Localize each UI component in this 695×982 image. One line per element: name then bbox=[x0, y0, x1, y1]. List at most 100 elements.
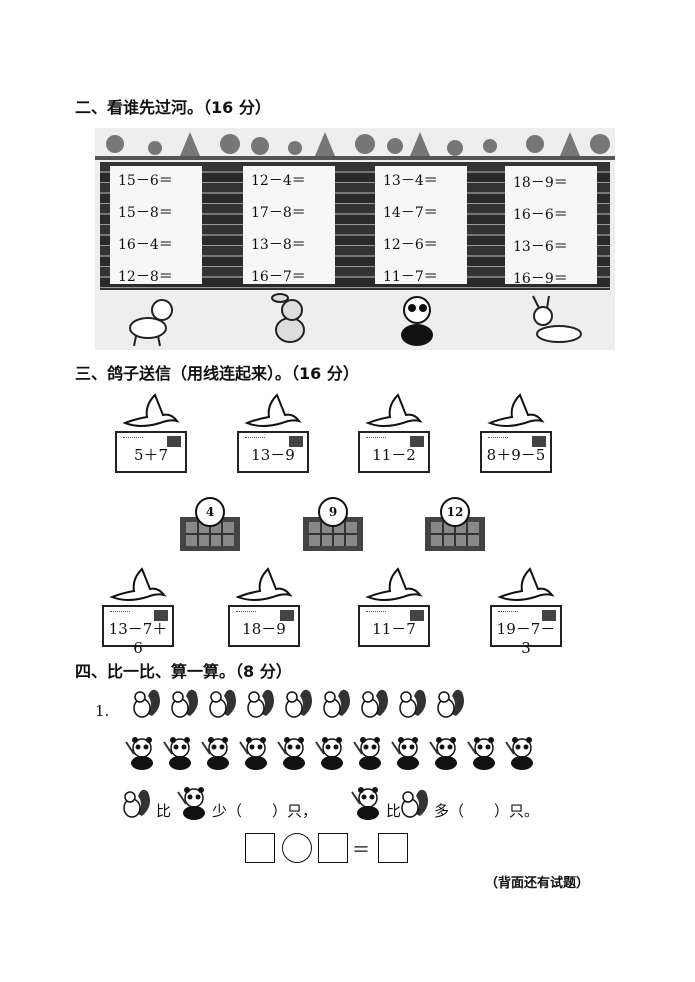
panda-icon bbox=[238, 736, 272, 770]
squirrel-row bbox=[130, 686, 472, 720]
problem: 15－6＝ bbox=[118, 173, 173, 189]
panda-icon bbox=[352, 736, 386, 770]
squirrel-icon bbox=[396, 686, 430, 720]
address-line bbox=[236, 611, 256, 615]
squirrel-icon bbox=[398, 786, 432, 820]
panda-icon bbox=[314, 736, 348, 770]
panda-icon bbox=[162, 736, 196, 770]
dove-icon bbox=[237, 393, 307, 435]
dove-icon bbox=[358, 393, 428, 435]
panda-icon bbox=[350, 786, 384, 820]
answer-box-1[interactable] bbox=[245, 833, 275, 863]
squirrel-icon bbox=[206, 686, 240, 720]
stamp-icon bbox=[167, 436, 181, 447]
letter-expression: 13－9 bbox=[251, 446, 295, 464]
section-2-title: 二、看谁先过河。（16 分） bbox=[75, 98, 271, 117]
stone-column-2: 12－4＝ 17－8＝ 13－8＝ 16－7＝ bbox=[243, 166, 335, 285]
stamp-icon bbox=[532, 436, 546, 447]
problem: 16－9＝ bbox=[513, 271, 568, 287]
letter-envelope[interactable]: 13－9 bbox=[237, 431, 309, 473]
address-line bbox=[366, 611, 386, 615]
address-line bbox=[366, 437, 386, 441]
section-4-title: 四、比一比、算一算。（8 分） bbox=[75, 662, 292, 681]
text-shao: 少（ ）只， bbox=[212, 802, 318, 820]
stone-column-4: 18－9＝ 16－6＝ 13－6＝ 16－9＝ bbox=[505, 166, 597, 287]
text-bi: 比 bbox=[386, 802, 402, 820]
letter-envelope[interactable]: 19－7－3 bbox=[490, 605, 562, 657]
problem: 16－4＝ bbox=[118, 237, 173, 253]
letter-envelope[interactable]: 11－7 bbox=[358, 605, 430, 647]
answer-box-2[interactable] bbox=[318, 833, 348, 863]
operator-circle[interactable] bbox=[282, 833, 312, 863]
address-line bbox=[245, 437, 265, 441]
address-line bbox=[498, 611, 518, 615]
footer-note: （背面还有试题） bbox=[485, 876, 590, 891]
dove-icon bbox=[490, 567, 560, 609]
stamp-icon bbox=[289, 436, 303, 447]
letter-envelope[interactable]: 11－2 bbox=[358, 431, 430, 473]
problem: 12－6＝ bbox=[383, 237, 438, 253]
stone-column-1: 15－6＝ 15－8＝ 16－4＝ 12－8＝ bbox=[110, 166, 202, 285]
stamp-icon bbox=[154, 610, 168, 621]
letter-envelope[interactable]: 8＋9－5 bbox=[480, 431, 552, 473]
panda-row bbox=[124, 736, 542, 770]
dove-icon bbox=[115, 393, 185, 435]
stamp-icon bbox=[280, 610, 294, 621]
panda-icon bbox=[466, 736, 500, 770]
letter-expression: 18－9 bbox=[242, 620, 286, 638]
squirrel-icon bbox=[120, 786, 154, 820]
rabbit-icon bbox=[271, 293, 305, 343]
stamp-icon bbox=[410, 436, 424, 447]
panda-icon bbox=[390, 736, 424, 770]
problem: 12－4＝ bbox=[251, 173, 306, 189]
dove-icon bbox=[102, 567, 172, 609]
letter-expression: 13－7＋6 bbox=[108, 620, 168, 657]
mailbox-icon[interactable] bbox=[423, 515, 487, 555]
mailbox-number: 9 bbox=[318, 497, 348, 527]
problem: 14－7＝ bbox=[383, 205, 438, 221]
panda-icon bbox=[124, 736, 158, 770]
panda-icon bbox=[276, 736, 310, 770]
letter-expression: 8＋9－5 bbox=[486, 446, 546, 464]
letter-expression: 11－7 bbox=[372, 620, 416, 638]
address-line bbox=[110, 611, 130, 615]
mailbox-number: 12 bbox=[440, 497, 470, 527]
squirrel-icon bbox=[244, 686, 278, 720]
panda-icon bbox=[428, 736, 462, 770]
address-line bbox=[488, 437, 508, 441]
problem: 16－7＝ bbox=[251, 269, 306, 285]
letter-envelope[interactable]: 18－9 bbox=[228, 605, 300, 647]
letter-envelope[interactable]: 5＋7 bbox=[115, 431, 187, 473]
dove-icon bbox=[358, 567, 428, 609]
letter-envelope[interactable]: 13－7＋6 bbox=[102, 605, 174, 657]
problem: 15－8＝ bbox=[118, 205, 173, 221]
problem: 17－8＝ bbox=[251, 205, 306, 221]
problem: 13－4＝ bbox=[383, 173, 438, 189]
letter-expression: 11－2 bbox=[372, 446, 416, 464]
problem: 13－6＝ bbox=[513, 239, 568, 255]
squirrel-icon bbox=[282, 686, 316, 720]
dove-icon bbox=[480, 393, 550, 435]
dog-icon bbox=[532, 295, 582, 343]
panda-icon bbox=[200, 736, 234, 770]
problem: 12－8＝ bbox=[118, 269, 173, 285]
lamb-icon bbox=[129, 299, 173, 347]
address-line bbox=[123, 437, 143, 441]
section-3-title: 三、鸽子送信（用线连起来）。（16 分） bbox=[75, 364, 359, 383]
text-bi: 比 bbox=[156, 802, 172, 820]
mailbox-number: 4 bbox=[195, 497, 225, 527]
problem: 13－8＝ bbox=[251, 237, 306, 253]
answer-box-result[interactable] bbox=[378, 833, 408, 863]
letter-expression: 19－7－3 bbox=[496, 620, 556, 657]
panda-icon bbox=[401, 296, 433, 346]
stone-column-3: 13－4＝ 14－7＝ 12－6＝ 11－7＝ bbox=[375, 166, 467, 285]
squirrel-icon bbox=[358, 686, 392, 720]
squirrel-icon bbox=[434, 686, 468, 720]
stamp-icon bbox=[542, 610, 556, 621]
squirrel-icon bbox=[320, 686, 354, 720]
problem: 16－6＝ bbox=[513, 207, 568, 223]
problem: 18－9＝ bbox=[513, 175, 568, 191]
question-number: 1. bbox=[95, 702, 110, 720]
dove-icon bbox=[228, 567, 298, 609]
